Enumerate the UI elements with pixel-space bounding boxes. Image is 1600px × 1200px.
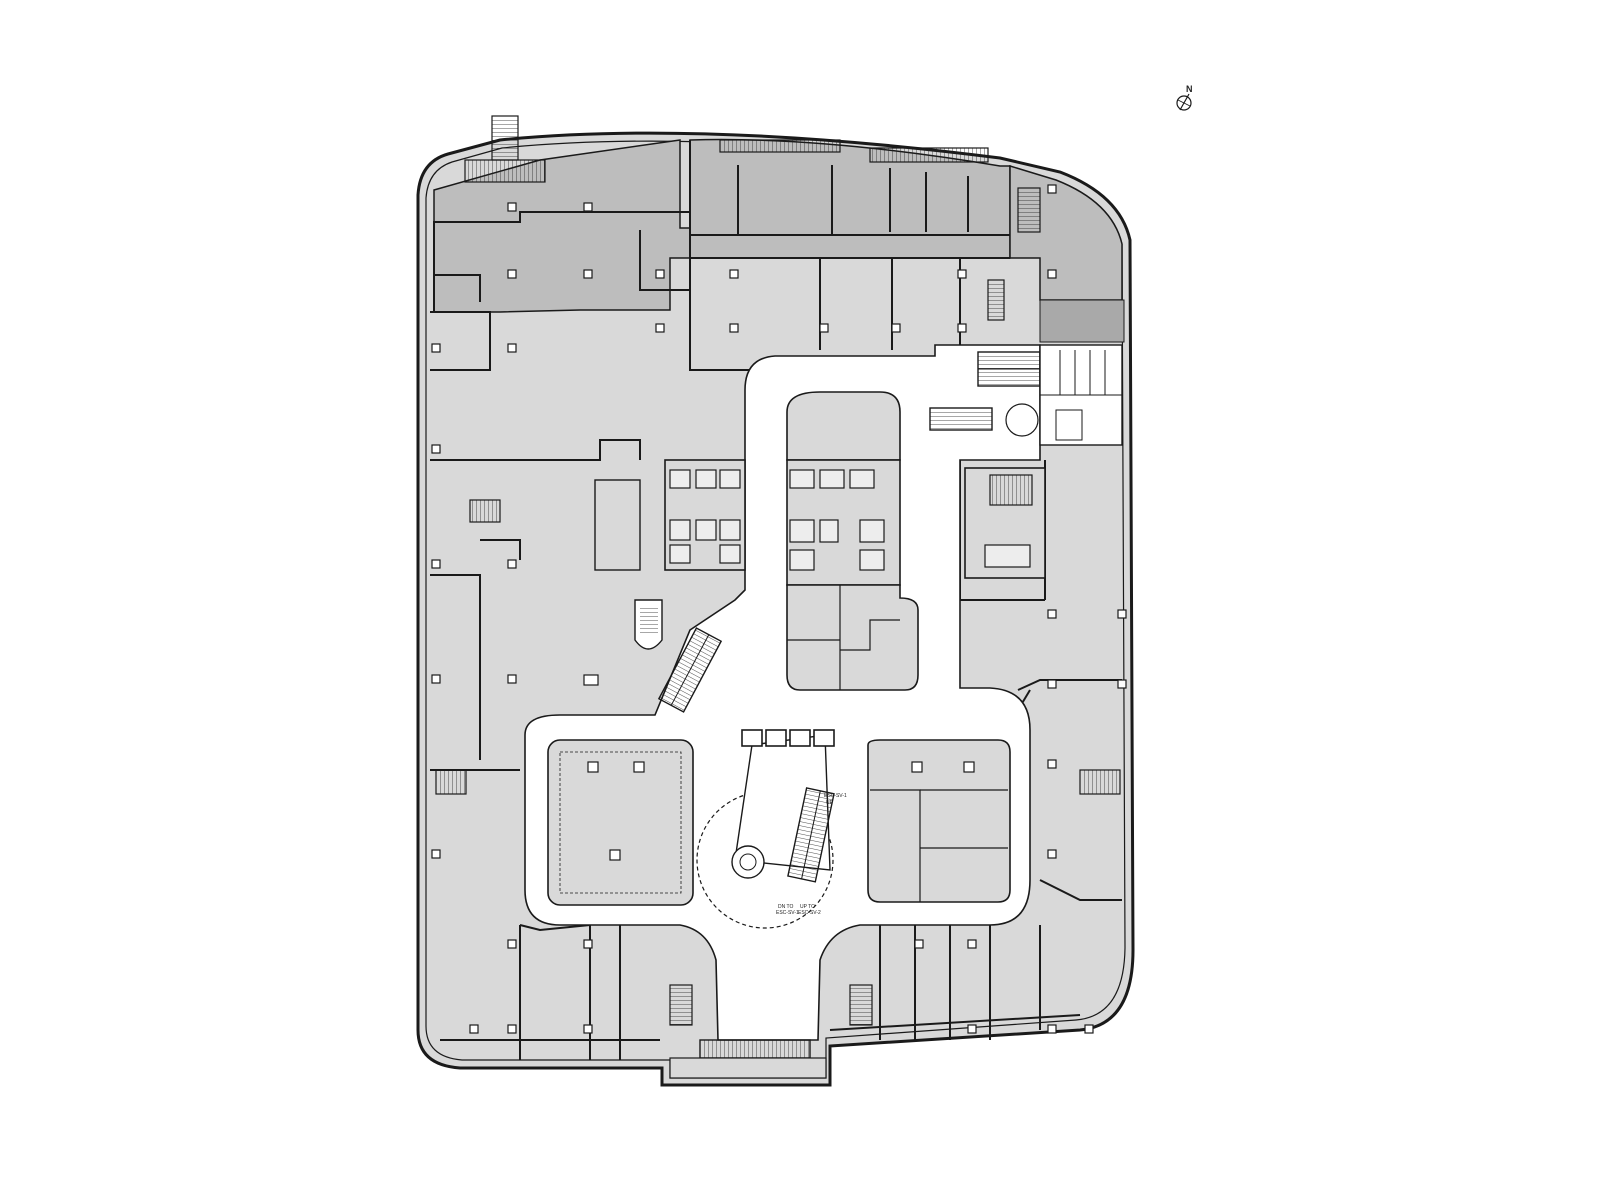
- escalator-rotunda: [787, 787, 835, 883]
- east-core: [964, 467, 1046, 579]
- plaza-west-shop: [547, 739, 694, 906]
- esc-label-c-line2: ESC-SV-2: [798, 910, 821, 916]
- east-stair: [989, 474, 1033, 506]
- south-kiosks: [741, 729, 835, 747]
- stair-n-central-2: [719, 139, 841, 153]
- stair-n-central: [869, 147, 989, 163]
- partition-walls: [430, 140, 1122, 1060]
- east-core-room: [984, 544, 1031, 568]
- restroom-stalls: [1040, 350, 1122, 441]
- south-entrance: [669, 1039, 827, 1079]
- escalator-bank-north-2: [929, 407, 993, 431]
- stair-nw-exit: [491, 115, 519, 161]
- esc-label-a-bottom: UP: [826, 800, 834, 806]
- esc-label-b-line2: ESC-SV-1: [776, 910, 799, 916]
- island-north-shop: [786, 391, 901, 461]
- stair-s-west: [669, 984, 693, 1026]
- central-island: [786, 391, 919, 691]
- stair-ne: [1017, 187, 1041, 233]
- north-label: N: [1186, 84, 1193, 94]
- stair-sw: [435, 769, 467, 795]
- north-arrow-needle: [1179, 93, 1190, 111]
- structural-columns: [431, 184, 1127, 1034]
- column-round-north: [1005, 403, 1039, 437]
- entrance-stair: [699, 1039, 811, 1059]
- island-south-shops: [786, 584, 919, 691]
- plaza-east-shop: [867, 739, 1011, 903]
- stair-w: [469, 499, 501, 523]
- perimeter-stairs: [435, 115, 1121, 1026]
- stair-north-core: [987, 279, 1005, 321]
- entrance-vestibule: [669, 1057, 827, 1079]
- west-core: [594, 459, 746, 650]
- esc-label-a-top: ESC-SV-1: [824, 793, 847, 799]
- west-stair-treads: [640, 605, 658, 635]
- spiral-stair: [731, 845, 765, 879]
- stair-nw: [464, 159, 546, 183]
- north-arrow: N: [1176, 84, 1193, 111]
- stair-e: [1079, 769, 1121, 795]
- esc-label-c-line1: UP TO: [800, 904, 815, 910]
- plaza-west-shop-inner: [559, 751, 682, 894]
- west-core-aux: [594, 479, 641, 571]
- escalator-diagonal-west: [657, 627, 723, 713]
- stair-s-east: [849, 984, 873, 1026]
- north-core-block: [929, 344, 1123, 446]
- boh-east-room: [1039, 299, 1125, 343]
- south-plaza: ESC-SV-1 UP DN TO ESC-SV-1 UP TO ESC-SV-…: [547, 729, 1011, 929]
- island-elevators: [789, 469, 885, 571]
- esc-label-b-line1: DN TO: [778, 904, 793, 910]
